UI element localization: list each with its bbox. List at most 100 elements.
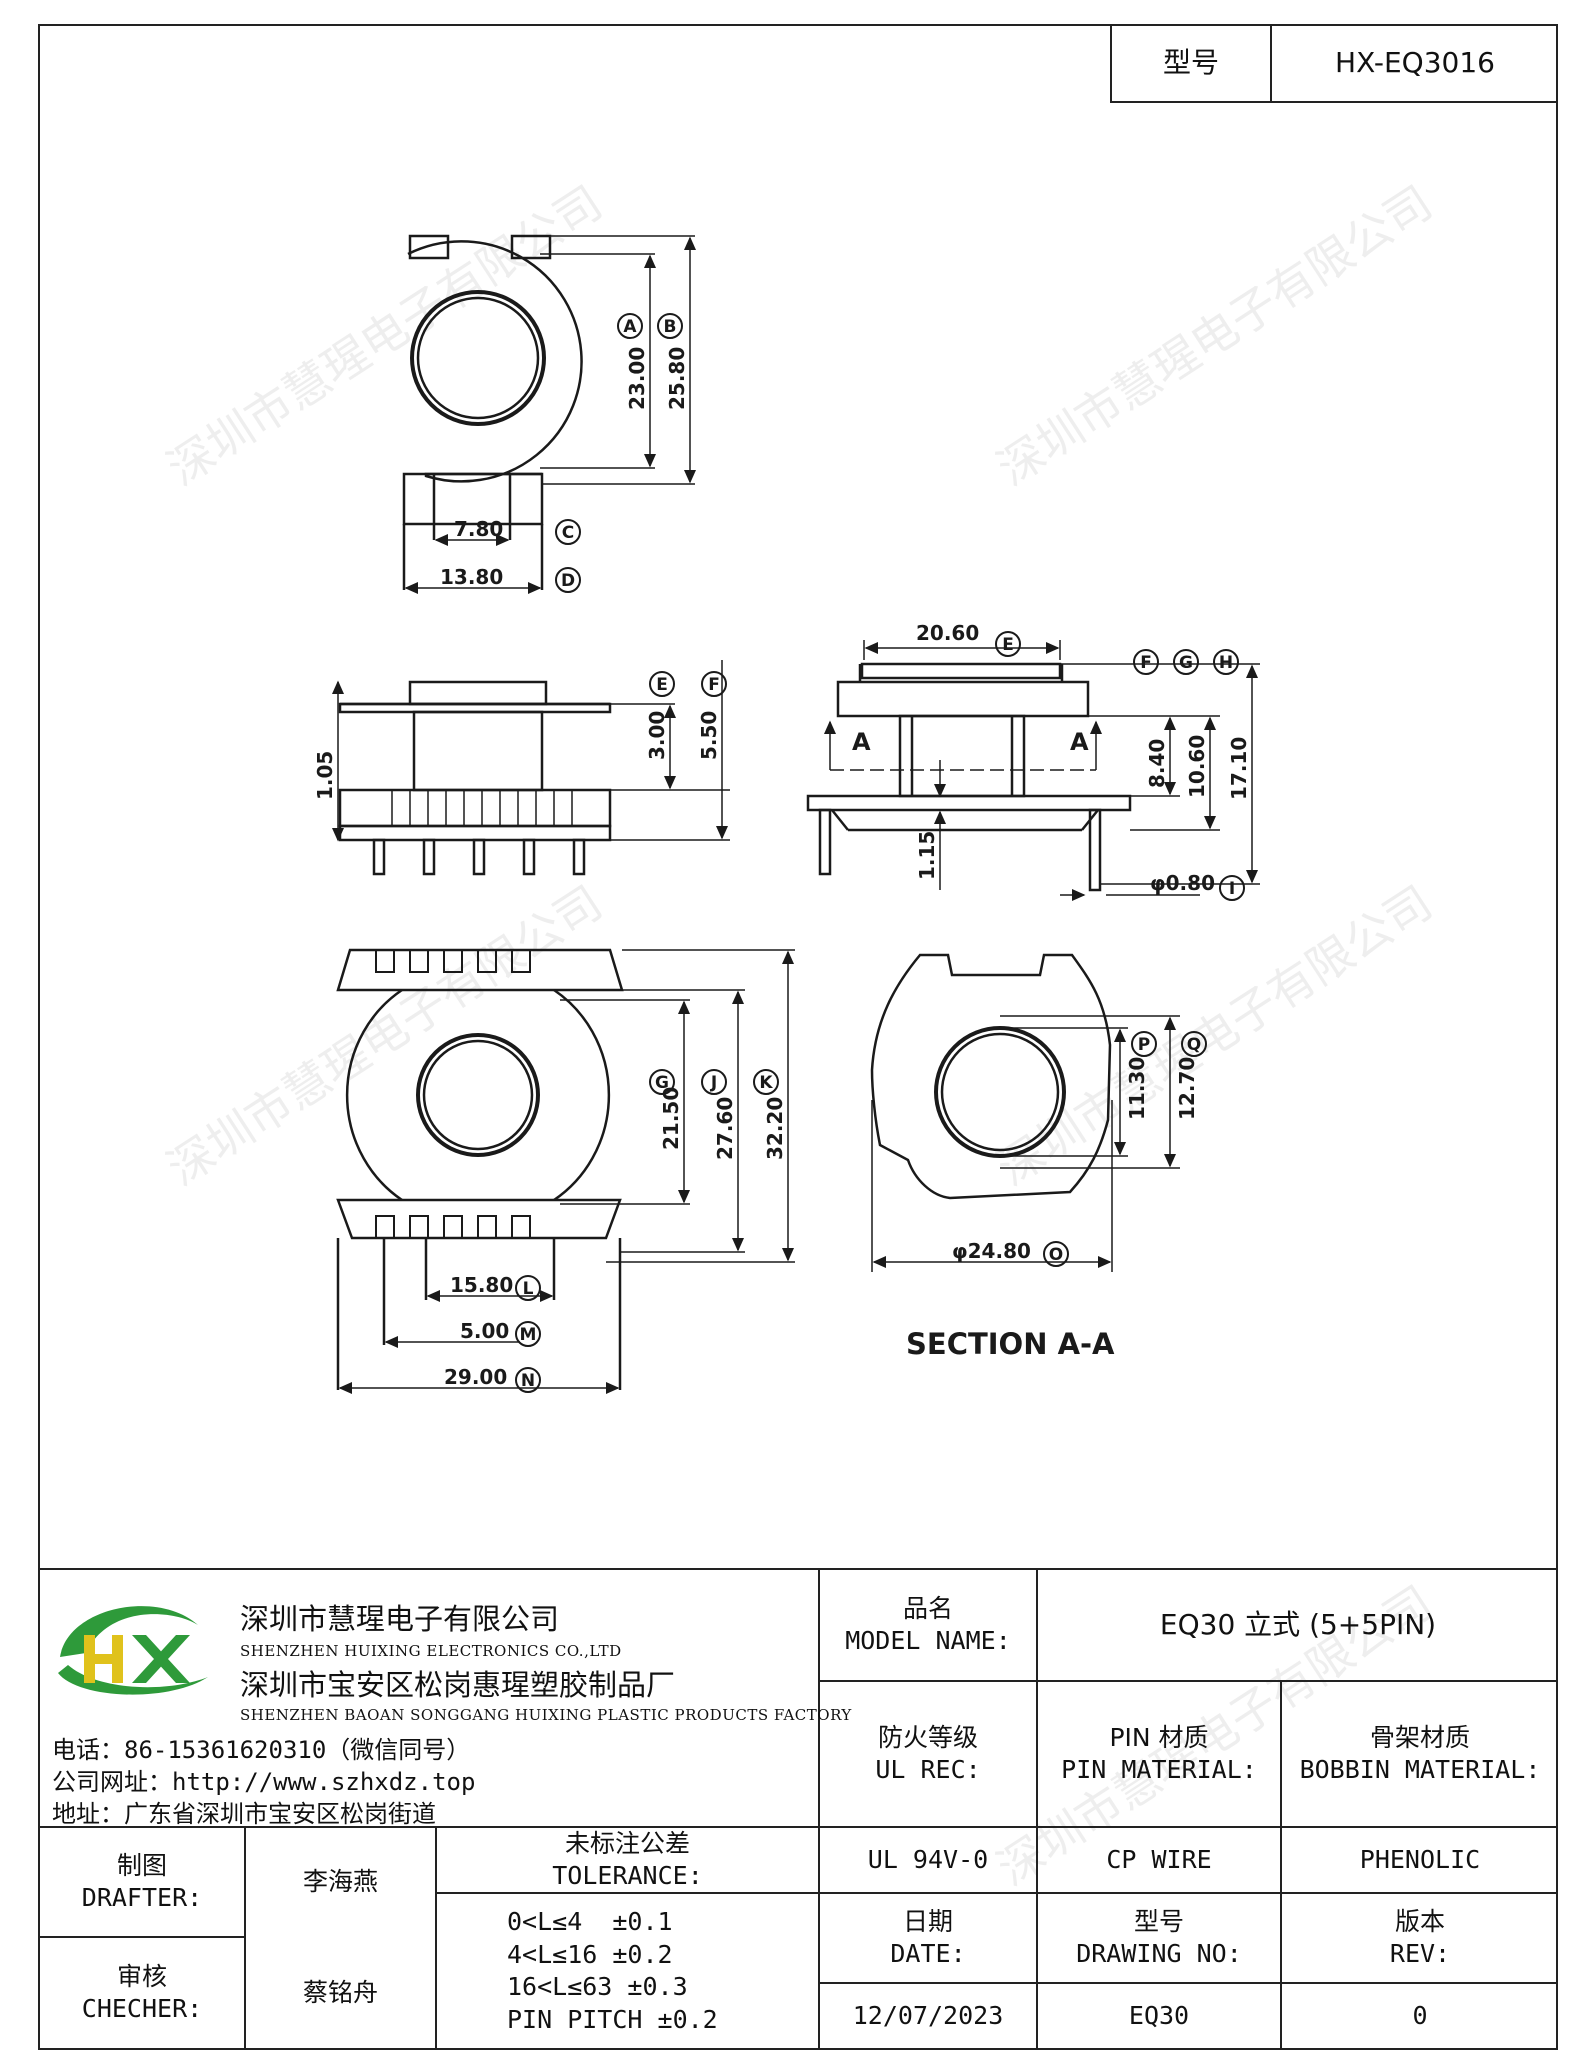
rev-value: 0 <box>1412 2000 1428 2030</box>
callout-F: F <box>1140 653 1152 673</box>
dim-A: 23.00 <box>625 347 649 410</box>
callout-O: O <box>1049 1245 1063 1265</box>
checker-label-cn: 审核 <box>116 1961 167 1991</box>
front-view <box>332 660 730 876</box>
dim-B: 25.80 <box>665 347 689 410</box>
title-block-divider <box>818 1982 1558 1984</box>
company-logo <box>58 1606 208 1695</box>
dim-C: 7.80 <box>454 517 503 541</box>
rev-label-cn: 版本 <box>1394 1906 1445 1936</box>
company-website[interactable]: 公司网址：http://www.szhxdz.top <box>52 1768 476 1796</box>
technical-drawing: 23.00 25.80 7.80 13.80 A B C D <box>313 234 1260 1394</box>
company-phone: 电话：86-15361620310（微信同号） <box>52 1736 471 1764</box>
callout-G: G <box>655 1073 669 1093</box>
drawing-no-label-en: DRAWING NO: <box>1076 1939 1242 1968</box>
tolerance-label: 未标注公差 TOLERANCE: <box>437 1828 818 1892</box>
callout-A: A <box>623 317 637 337</box>
tolerance-row: PIN PITCH ±0.2 <box>507 2004 718 2034</box>
header-model-label: 型号 <box>1162 46 1219 80</box>
bottom-view-callouts: G J K L M N <box>515 1069 779 1393</box>
title-block-divider <box>38 1826 818 1828</box>
pin-material-label: PIN 材质 PIN MATERIAL: <box>1038 1682 1280 1826</box>
side-view <box>806 640 1260 901</box>
tolerance-label-en: TOLERANCE: <box>552 1861 703 1890</box>
bobbin-material-value: PHENOLIC <box>1359 1844 1481 1874</box>
dim-h1: 8.40 <box>1145 739 1169 788</box>
title-block-divider <box>818 1826 1558 1828</box>
factory-name-cn: 深圳市宝安区松岗惠瑆塑胶制品厂 <box>240 1668 676 1702</box>
dim-M: 5.00 <box>460 1319 509 1343</box>
dim-D: 13.80 <box>440 565 503 589</box>
callout-N: N <box>521 1371 535 1391</box>
dim-h3: 17.10 <box>1227 737 1251 800</box>
tolerance-row: 16<L≤63 ±0.3 <box>507 1972 688 2001</box>
tolerance-label-cn: 未标注公差 <box>564 1828 690 1858</box>
section-title: SECTION A-A <box>906 1327 1115 1361</box>
model-name-label-cn: 品名 <box>902 1593 953 1623</box>
pin-material-value: CP WIRE <box>1106 1844 1212 1874</box>
callout-E: E <box>1002 635 1014 655</box>
pin-material-label-cn: PIN 材质 <box>1109 1722 1209 1752</box>
callout-M: M <box>520 1325 537 1345</box>
dim-K: 32.20 <box>763 1097 787 1160</box>
title-block-divider <box>818 1680 1558 1682</box>
dim-h2: 10.60 <box>1185 735 1209 798</box>
dim-pin-dia: φ0.80 <box>1150 871 1215 895</box>
dim-Q: 12.70 <box>1175 1057 1199 1120</box>
drawing-frame <box>38 24 1558 2050</box>
ul-rec-label-cn: 防火等级 <box>877 1722 978 1752</box>
section-view <box>870 953 1180 1272</box>
drawing-no-value: EQ30 <box>1128 2000 1190 2030</box>
dim-N: 29.00 <box>444 1365 507 1389</box>
callout-K: K <box>759 1073 773 1093</box>
callout-Q: Q <box>1187 1035 1201 1055</box>
ul-rec-label-en: UL REC: <box>875 1755 981 1784</box>
callout-F: F <box>708 675 720 695</box>
ul-rec-label: 防火等级 UL REC: <box>820 1682 1036 1826</box>
front-view-labels: 1.05 3.00 5.50 <box>313 711 721 800</box>
header-divider <box>1110 24 1112 103</box>
title-block-divider <box>435 1892 818 1894</box>
dim-pin-len: 1.15 <box>915 831 939 880</box>
top-view-labels: 23.00 25.80 7.80 13.80 <box>440 347 689 589</box>
dim-height-left: 1.05 <box>313 751 337 800</box>
dim-L: 15.80 <box>450 1273 513 1297</box>
pin-material-label-en: PIN MATERIAL: <box>1061 1755 1257 1784</box>
drawing-no-label-cn: 型号 <box>1133 1906 1184 1936</box>
dim-E-side: 3.00 <box>645 711 669 760</box>
dim-G: 21.50 <box>659 1087 683 1150</box>
callout-P: P <box>1138 1035 1150 1055</box>
side-view-labels: 20.60 8.40 10.60 17.10 1.15 φ0.80 A A <box>852 621 1251 895</box>
callout-D: D <box>561 571 575 591</box>
section-marker: A <box>852 728 871 756</box>
dim-F-side: 5.50 <box>697 711 721 760</box>
dim-P: 11.30 <box>1125 1057 1149 1120</box>
drafter-label-en: DRAFTER: <box>81 1883 203 1912</box>
dim-J: 27.60 <box>713 1097 737 1160</box>
date-label: 日期 DATE: <box>820 1894 1036 1982</box>
model-name-value: EQ30 立式 (5+5PIN) <box>1159 1607 1437 1641</box>
title-block-border <box>38 1568 1558 1570</box>
checker-label: 审核 CHECHER: <box>40 1938 244 2048</box>
model-name-label: 品名 MODEL NAME: <box>820 1570 1036 1680</box>
date-label-cn: 日期 <box>902 1906 953 1936</box>
factory-name-en: SHENZHEN BAOAN SONGGANG HUIXING PLASTIC … <box>240 1706 852 1724</box>
bobbin-material-label-en: BOBBIN MATERIAL: <box>1299 1755 1541 1784</box>
tolerance-list: 0<L≤4 ±0.1 4<L≤16 ±0.2 16<L≤63 ±0.3 PIN … <box>437 1894 818 2048</box>
callout-B: B <box>664 317 677 337</box>
title-block-divider <box>244 1826 246 2050</box>
header-divider <box>1110 101 1558 103</box>
header-divider <box>1270 24 1272 103</box>
bottom-view <box>336 948 795 1394</box>
section-marker: A <box>1070 728 1089 756</box>
dim-O: φ24.80 <box>952 1239 1031 1263</box>
tolerance-row: 4<L≤16 ±0.2 <box>507 1939 673 1969</box>
title-block-divider <box>1280 1680 1282 2050</box>
company-address: 地址：广东省深圳市宝安区松岗街道 <box>52 1800 436 1828</box>
model-name-label-en: MODEL NAME: <box>845 1626 1011 1655</box>
section-view-labels: 11.30 12.70 φ24.80 SECTION A-A <box>906 1057 1199 1361</box>
checker-value: 蔡铭舟 <box>302 1977 378 2007</box>
section-view-callouts: P Q O <box>1043 1031 1207 1267</box>
company-name-en: SHENZHEN HUIXING ELECTRONICS CO.,LTD <box>240 1642 622 1660</box>
top-view-callouts: A B C D <box>555 313 683 593</box>
